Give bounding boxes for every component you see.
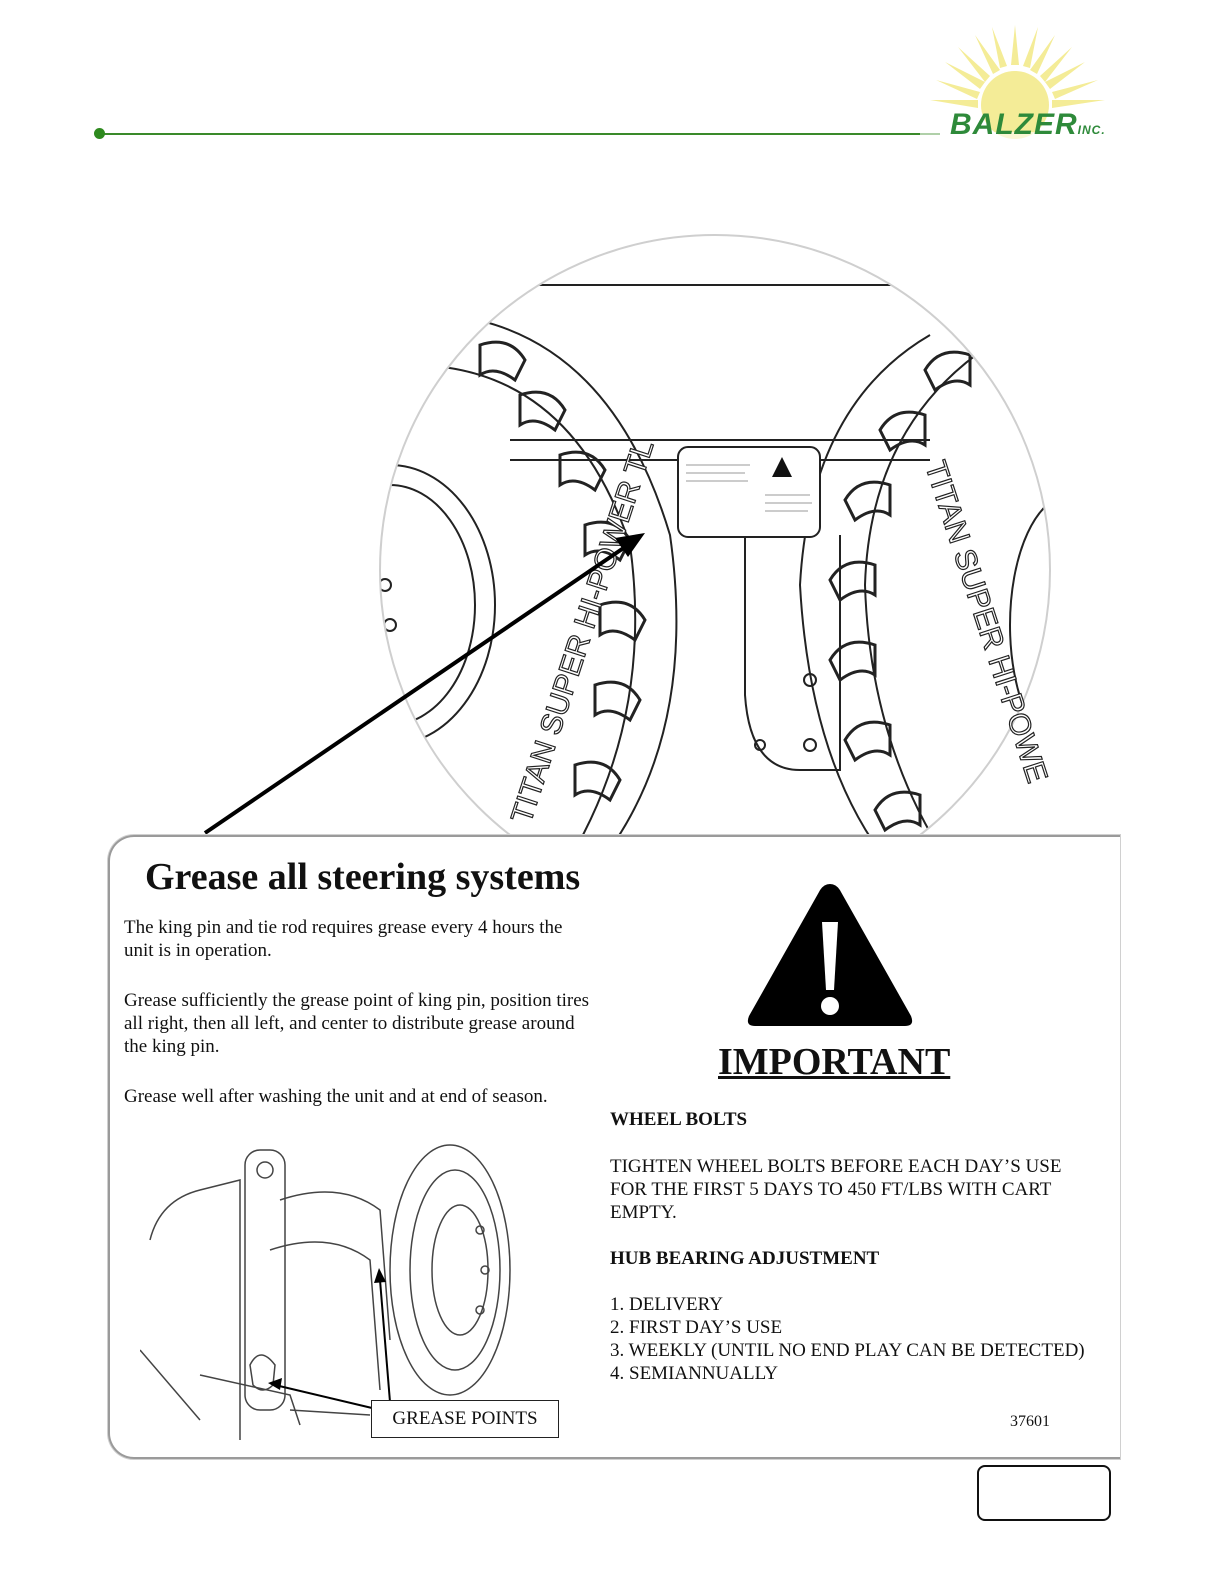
steering-knuckle-drawing <box>140 1144 511 1440</box>
decal-part-number: 37601 <box>1010 1413 1050 1430</box>
decal-paragraph-1: The king pin and tie rod requires grease… <box>124 917 563 961</box>
hub-bearing-list: 1. DELIVERY 2. FIRST DAY’S USE 3. WEEKLY… <box>610 1293 1090 1385</box>
page-number-box <box>977 1465 1111 1521</box>
grease-points-callout: GREASE POINTS <box>371 1400 559 1438</box>
list-item: 4. SEMIANNUALLY <box>610 1363 779 1384</box>
list-item: 3. WEEKLY (UNTIL NO END PLAY CAN BE DETE… <box>610 1340 1085 1361</box>
wheel-photo: TITAN SUPER HI-POWER TL TITAN SUPER HI-P… <box>370 225 1100 906</box>
header-rule <box>100 133 940 135</box>
hub-bearing-heading: HUB BEARING ADJUSTMENT <box>610 1248 880 1269</box>
list-item: 2. FIRST DAY’S USE <box>610 1317 783 1338</box>
decal-paragraph-3: Grease well after washing the unit and a… <box>124 1086 548 1107</box>
list-item: 1. DELIVERY <box>610 1294 723 1315</box>
decal-title: Grease all steering systems <box>145 856 581 898</box>
logo-text: BALZERINC. <box>950 108 1106 141</box>
decal-paragraph-2: Grease sufficiently the grease point of … <box>124 990 590 1057</box>
important-label: IMPORTANT <box>718 1041 951 1083</box>
sunburst-logo-graphic <box>920 25 1120 150</box>
wheel-photo-drawing: TITAN SUPER HI-POWER TL TITAN SUPER HI-P… <box>379 234 1054 906</box>
header-rule-dot <box>94 128 105 139</box>
decal-panel <box>108 835 1120 1459</box>
wheel-bolts-text: TIGHTEN WHEEL BOLTS BEFORE EACH DAY’S US… <box>610 1156 1062 1223</box>
wheel-bolts-heading: WHEEL BOLTS <box>610 1109 748 1130</box>
warning-triangle-icon <box>747 884 913 1026</box>
company-logo: BALZERINC. <box>920 20 1120 150</box>
